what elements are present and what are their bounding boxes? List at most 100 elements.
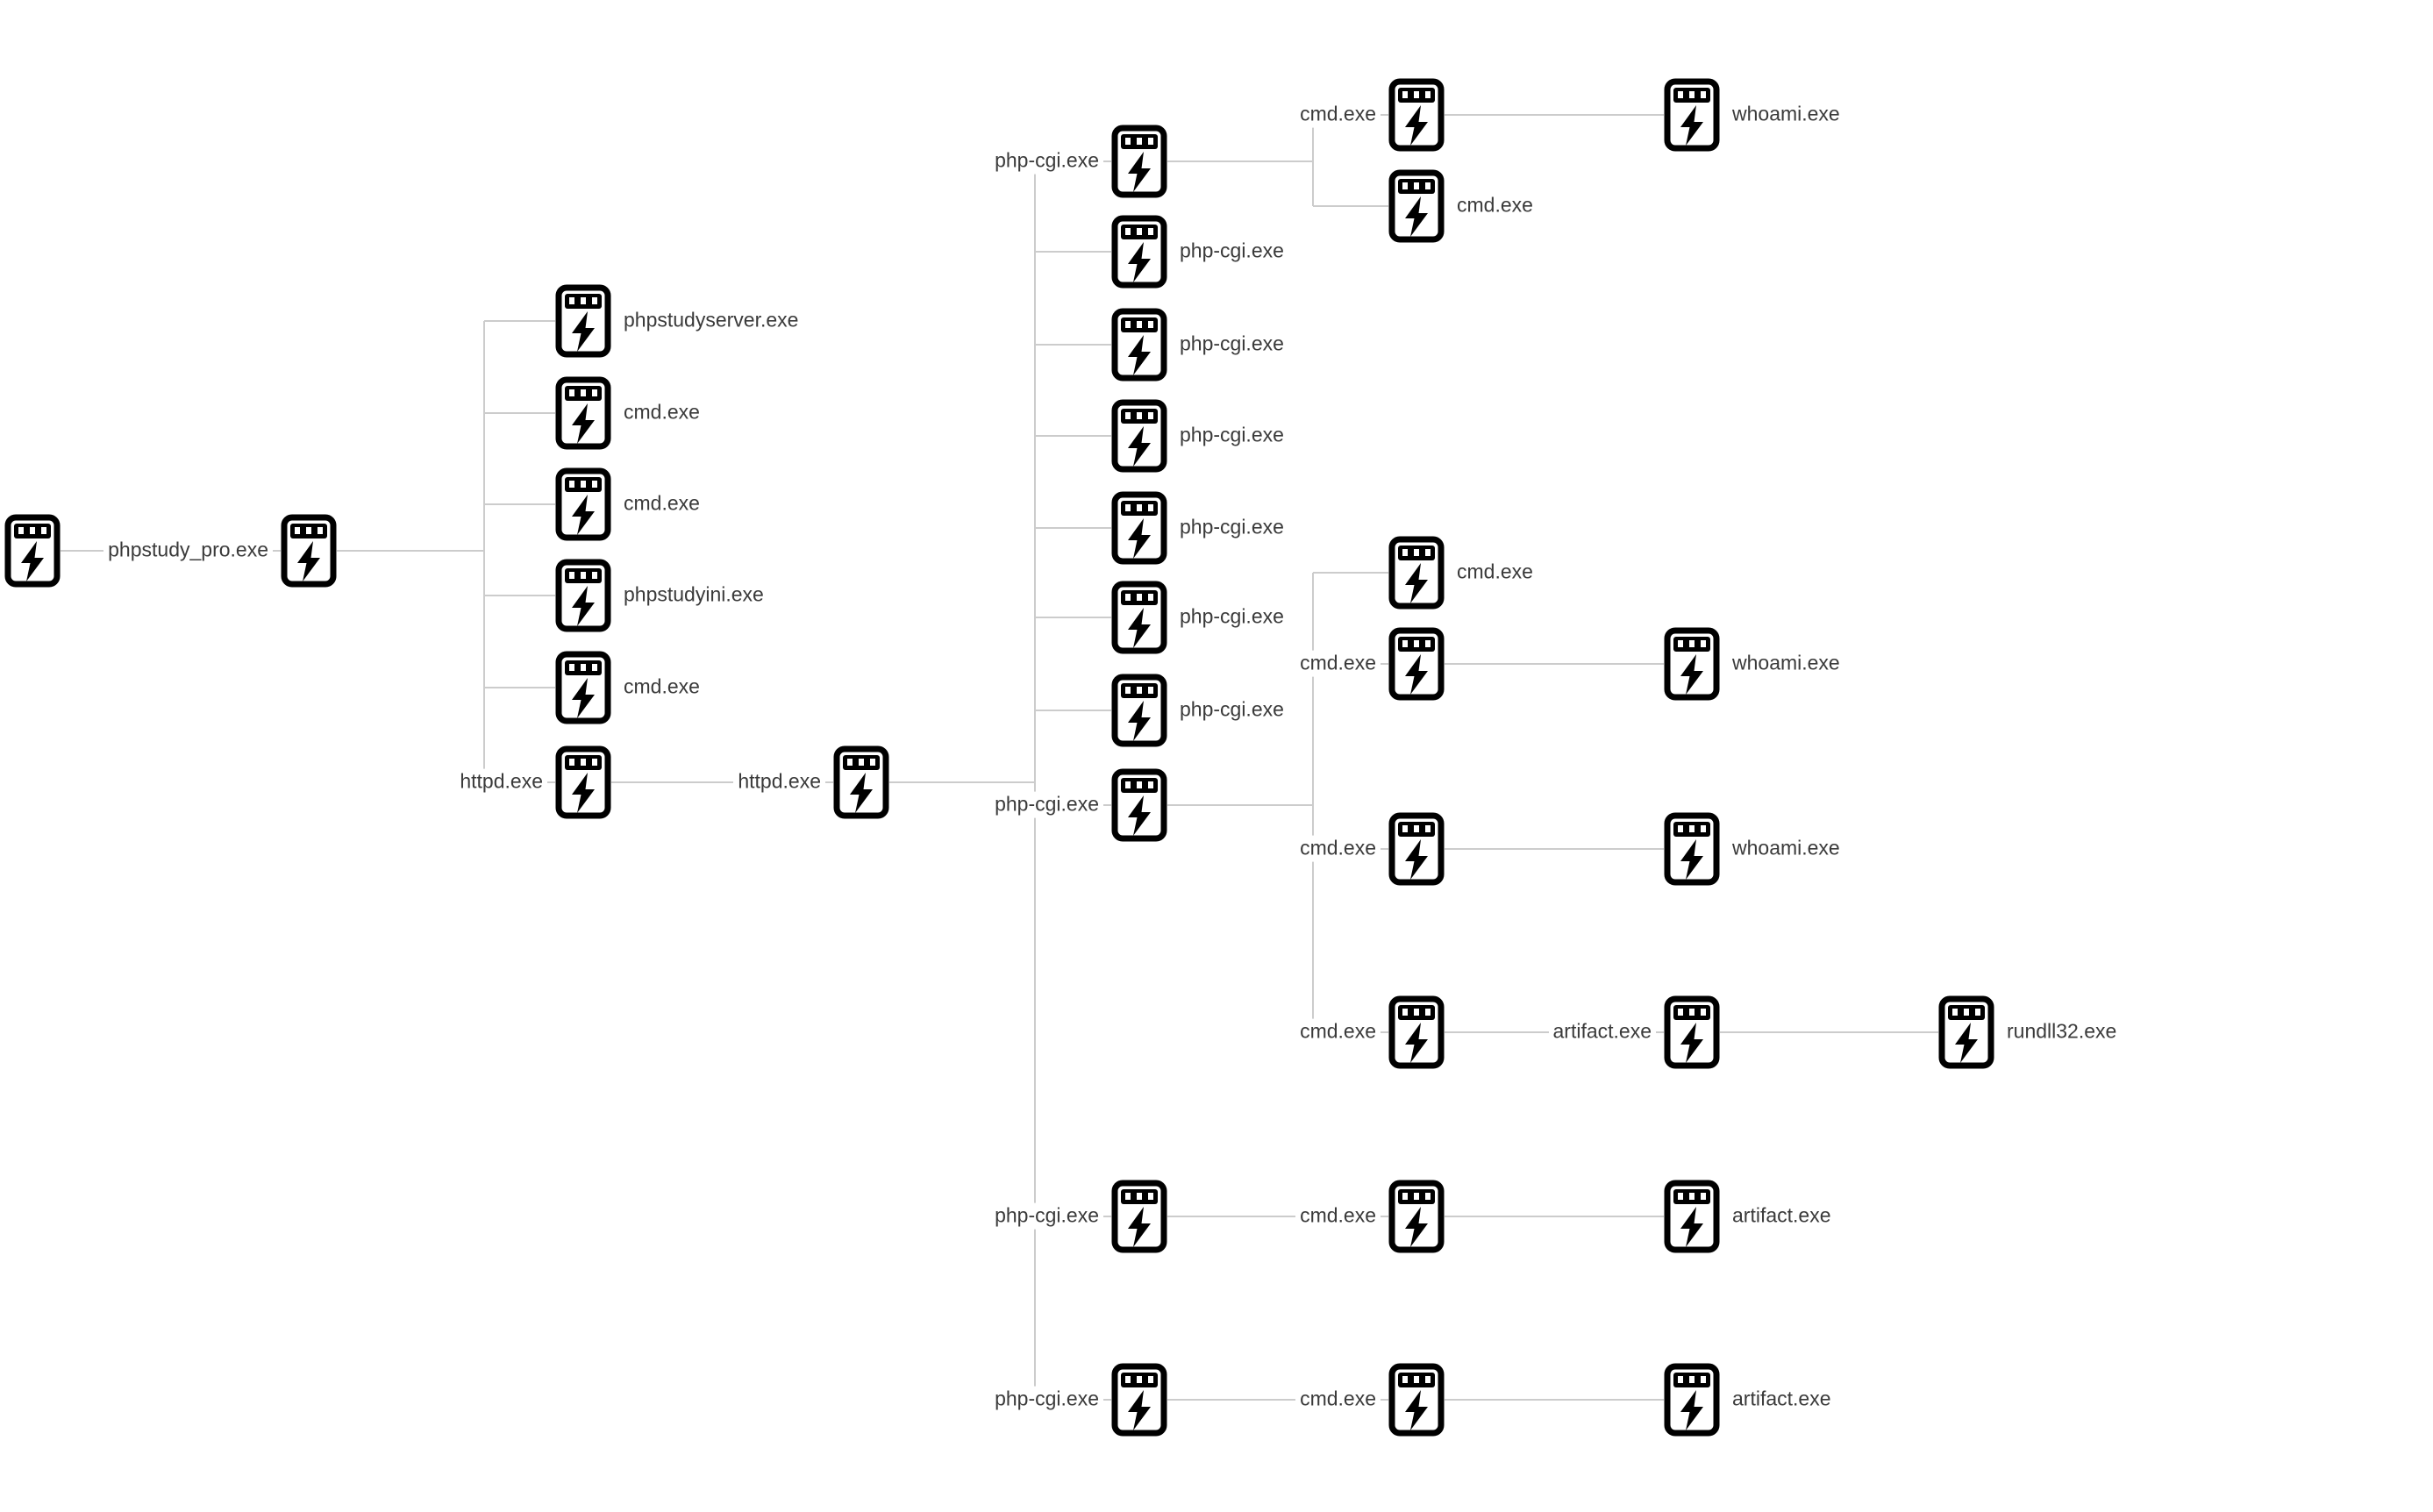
process-label: php-cgi.exe xyxy=(1175,603,1288,631)
process-node-php-cgi-exe[interactable]: php-cgi.exe xyxy=(1111,581,1288,654)
process-node-whoami-exe[interactable]: whoami.exe xyxy=(1664,812,1844,886)
process-label: php-cgi.exe xyxy=(990,1202,1103,1230)
process-label: rundll32.exe xyxy=(2002,1018,2122,1045)
process-label: php-cgi.exe xyxy=(1175,331,1288,358)
process-lightning-icon xyxy=(1664,1363,1720,1437)
process-node-cmd-exe[interactable]: cmd.exe xyxy=(555,467,704,541)
process-label: cmd.exe xyxy=(1295,835,1381,862)
process-node-phpstudyini-exe[interactable]: phpstudyini.exe xyxy=(555,559,768,632)
process-node-php-cgi-exe[interactable]: php-cgi.exe xyxy=(990,1363,1167,1437)
process-label: phpstudy_pro.exe xyxy=(103,537,273,564)
process-label: cmd.exe xyxy=(1452,192,1538,219)
process-lightning-icon xyxy=(1111,581,1167,654)
process-label: cmd.exe xyxy=(619,399,704,426)
process-lightning-icon xyxy=(833,745,889,819)
process-label: cmd.exe xyxy=(1295,101,1381,128)
process-label: cmd.exe xyxy=(1295,1202,1381,1230)
process-lightning-icon xyxy=(555,559,611,632)
process-node-rundll32-exe[interactable]: rundll32.exe xyxy=(1938,995,2122,1069)
process-node-httpd-exe[interactable]: httpd.exe xyxy=(455,745,611,819)
process-label: php-cgi.exe xyxy=(990,1386,1103,1413)
process-node-cmd-exe[interactable]: cmd.exe xyxy=(555,376,704,450)
process-node-php-cgi-exe[interactable]: php-cgi.exe xyxy=(1111,215,1288,289)
process-lightning-icon xyxy=(1388,169,1445,243)
process-node-cmd-exe[interactable]: cmd.exe xyxy=(1295,1363,1445,1437)
process-lightning-icon xyxy=(1111,1363,1167,1437)
process-lightning-icon xyxy=(555,284,611,358)
process-label: php-cgi.exe xyxy=(990,147,1103,175)
process-lightning-icon xyxy=(555,745,611,819)
process-node-php-cgi-exe[interactable]: php-cgi.exe xyxy=(1111,674,1288,747)
process-lightning-icon xyxy=(1388,1180,1445,1253)
process-node-php-cgi-exe[interactable]: php-cgi.exe xyxy=(990,768,1167,842)
process-node-cmd-exe[interactable]: cmd.exe xyxy=(1295,1180,1445,1253)
process-label: phpstudyserver.exe xyxy=(619,307,803,334)
process-node-phpstudyserver-exe[interactable]: phpstudyserver.exe xyxy=(555,284,803,358)
process-label: whoami.exe xyxy=(1728,835,1844,862)
process-node-artifact-exe[interactable]: artifact.exe xyxy=(1664,1180,1836,1253)
process-label: cmd.exe xyxy=(1295,1386,1381,1413)
process-lightning-icon xyxy=(1388,1363,1445,1437)
process-lightning-icon xyxy=(1388,627,1445,701)
process-lightning-icon xyxy=(1938,995,1994,1069)
process-label: cmd.exe xyxy=(1452,559,1538,586)
process-node-httpd-exe[interactable]: httpd.exe xyxy=(733,745,889,819)
process-node-cmd-exe[interactable]: cmd.exe xyxy=(1295,812,1445,886)
process-label: php-cgi.exe xyxy=(1175,238,1288,265)
process-label: httpd.exe xyxy=(733,768,825,795)
process-lightning-icon xyxy=(1664,78,1720,152)
process-lightning-icon xyxy=(1111,674,1167,747)
process-node-whoami-exe[interactable]: whoami.exe xyxy=(1664,627,1844,701)
process-label: php-cgi.exe xyxy=(1175,514,1288,541)
process-node-cmd-exe[interactable]: cmd.exe xyxy=(1295,78,1445,152)
process-node-cmd-exe[interactable]: cmd.exe xyxy=(1388,536,1538,610)
process-node-php-cgi-exe[interactable]: php-cgi.exe xyxy=(1111,308,1288,382)
process-node-cmd-exe[interactable]: cmd.exe xyxy=(1388,169,1538,243)
process-lightning-icon xyxy=(555,467,611,541)
process-node-root[interactable] xyxy=(4,514,61,588)
process-lightning-icon xyxy=(1388,78,1445,152)
process-label: whoami.exe xyxy=(1728,650,1844,677)
process-node-artifact-exe[interactable]: artifact.exe xyxy=(1664,1363,1836,1437)
process-node-cmd-exe[interactable]: cmd.exe xyxy=(1295,627,1445,701)
process-node-cmd-exe[interactable]: cmd.exe xyxy=(1295,995,1445,1069)
process-label: phpstudyini.exe xyxy=(619,581,768,609)
process-lightning-icon xyxy=(1664,812,1720,886)
process-label: whoami.exe xyxy=(1728,101,1844,128)
process-node-php-cgi-exe[interactable]: php-cgi.exe xyxy=(990,1180,1167,1253)
process-lightning-icon xyxy=(1664,995,1720,1069)
process-node-whoami-exe[interactable]: whoami.exe xyxy=(1664,78,1844,152)
process-lightning-icon xyxy=(1111,308,1167,382)
process-lightning-icon xyxy=(1111,215,1167,289)
process-lightning-icon xyxy=(1111,399,1167,473)
process-lightning-icon xyxy=(555,376,611,450)
process-label: artifact.exe xyxy=(1728,1202,1836,1230)
process-lightning-icon xyxy=(555,651,611,724)
process-lightning-icon xyxy=(1111,1180,1167,1253)
process-node-phpstudy-pro-exe[interactable]: phpstudy_pro.exe xyxy=(103,514,337,588)
process-node-php-cgi-exe[interactable]: php-cgi.exe xyxy=(1111,399,1288,473)
process-lightning-icon xyxy=(1111,768,1167,842)
process-node-php-cgi-exe[interactable]: php-cgi.exe xyxy=(1111,491,1288,565)
process-label: cmd.exe xyxy=(619,674,704,701)
process-label: php-cgi.exe xyxy=(1175,696,1288,724)
process-node-php-cgi-exe[interactable]: php-cgi.exe xyxy=(990,125,1167,198)
process-label: cmd.exe xyxy=(1295,650,1381,677)
process-lightning-icon xyxy=(1111,125,1167,198)
process-label: artifact.exe xyxy=(1548,1018,1656,1045)
process-lightning-icon xyxy=(281,514,337,588)
process-label: artifact.exe xyxy=(1728,1386,1836,1413)
process-node-cmd-exe[interactable]: cmd.exe xyxy=(555,651,704,724)
process-lightning-icon xyxy=(4,514,61,588)
process-label: cmd.exe xyxy=(619,490,704,517)
process-lightning-icon xyxy=(1664,627,1720,701)
process-label: cmd.exe xyxy=(1295,1018,1381,1045)
process-node-artifact-exe[interactable]: artifact.exe xyxy=(1548,995,1720,1069)
process-lightning-icon xyxy=(1388,536,1445,610)
process-label: php-cgi.exe xyxy=(990,791,1103,818)
process-label: httpd.exe xyxy=(455,768,547,795)
process-lightning-icon xyxy=(1664,1180,1720,1253)
process-lightning-icon xyxy=(1388,995,1445,1069)
